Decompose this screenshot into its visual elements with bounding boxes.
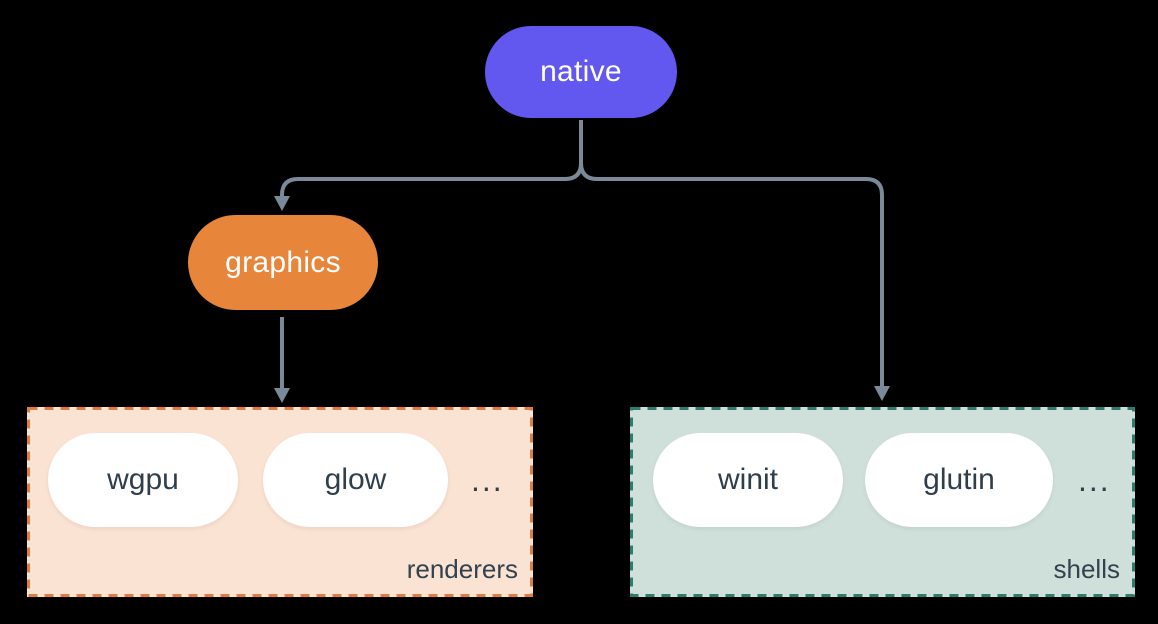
item-glutin-label: glutin [923, 463, 995, 496]
group-renderers-box: wgpu glow ... renderers [27, 407, 533, 597]
node-graphics: graphics [188, 215, 378, 310]
node-native-label: native [540, 55, 622, 88]
group-shells-box: winit glutin ... shells [630, 407, 1135, 597]
node-graphics-label: graphics [225, 245, 341, 279]
item-winit-label: winit [717, 463, 778, 496]
item-wgpu: wgpu [48, 433, 238, 527]
connector-native-to-graphics [280, 120, 583, 197]
item-glutin: glutin [865, 433, 1053, 527]
shells-ellipsis: ... [1078, 461, 1111, 498]
arrowhead-to-graphics [274, 196, 290, 211]
connector-native-to-shells [579, 120, 884, 387]
node-native: native [485, 26, 677, 118]
item-glow: glow [263, 433, 448, 527]
item-winit: winit [653, 433, 843, 527]
arrowhead-to-shells [874, 386, 890, 401]
group-renderers-label: renderers [406, 554, 518, 584]
group-shells-label: shells [1053, 554, 1120, 584]
item-glow-label: glow [324, 463, 387, 496]
renderers-ellipsis: ... [471, 461, 504, 498]
item-wgpu-label: wgpu [107, 463, 179, 496]
arrowhead-to-renderers [274, 388, 290, 403]
